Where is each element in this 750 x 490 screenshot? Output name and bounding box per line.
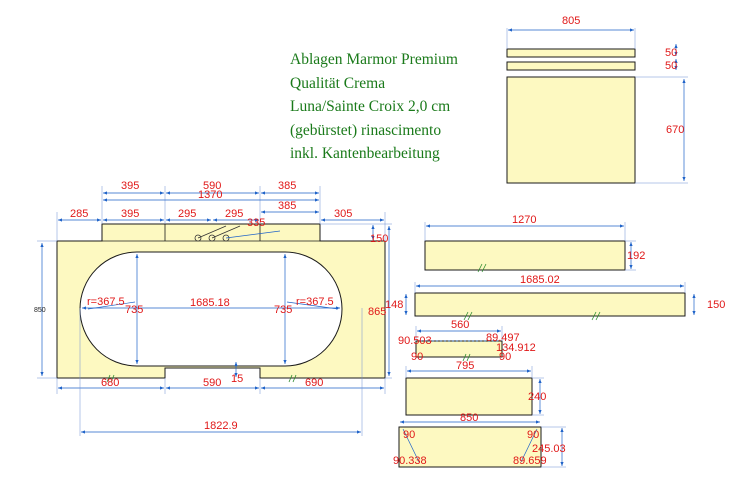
dim-385-top: 385 bbox=[278, 180, 296, 192]
note-line-3: Luna/Sainte Croix 2,0 cm bbox=[290, 98, 451, 115]
dim-90-b: 90 bbox=[499, 351, 511, 363]
dim-148: 148 bbox=[385, 299, 403, 311]
dim-285: 285 bbox=[70, 208, 88, 220]
material-note: Ablagen Marmor Premium Qualität Crema Lu… bbox=[290, 48, 458, 166]
dim-90-d: 90 bbox=[527, 429, 539, 441]
dim-865: 865 bbox=[368, 306, 386, 318]
left-dimension bbox=[37, 240, 57, 379]
radius-left: r=367.5 bbox=[87, 296, 125, 308]
dim-245-03: 245.03 bbox=[532, 443, 566, 455]
dim-590-bottom: 590 bbox=[203, 377, 221, 389]
dim-1685-18: 1685.18 bbox=[190, 297, 230, 309]
dim-295-b: 295 bbox=[225, 208, 243, 220]
dim-295-a: 295 bbox=[178, 208, 196, 220]
faucet-holes-icon bbox=[194, 225, 281, 242]
dim-1822-9: 1822.9 bbox=[204, 420, 238, 432]
panel-piece-670 bbox=[506, 76, 636, 184]
dim-560: 560 bbox=[451, 319, 469, 331]
strip-piece-2 bbox=[506, 61, 636, 71]
dim-735-right: 735 bbox=[274, 304, 292, 316]
dim-590-top: 590 bbox=[203, 180, 221, 192]
dim-50-a: 50 bbox=[665, 47, 677, 59]
strip-1270 bbox=[424, 222, 636, 273]
dim-395-mid: 395 bbox=[121, 208, 139, 220]
dim-240: 240 bbox=[528, 391, 546, 403]
dim-680: 680 bbox=[101, 377, 119, 389]
dim-850-vertical: 850 bbox=[34, 307, 46, 314]
piece-1685 bbox=[414, 292, 686, 317]
dim-50-b: 50 bbox=[665, 60, 677, 72]
piece-795-shape bbox=[405, 377, 533, 416]
dim-89-659: 89.659 bbox=[513, 455, 547, 467]
radius-right: r=367.5 bbox=[296, 296, 334, 308]
dim-305: 305 bbox=[334, 208, 352, 220]
dim-89-497: 89.497 bbox=[486, 332, 520, 344]
basin-dimensions bbox=[82, 254, 340, 377]
piece-560 bbox=[415, 326, 503, 362]
dim-150-main: 150 bbox=[370, 233, 388, 245]
dim-192: 192 bbox=[627, 250, 645, 262]
basin-cutout bbox=[79, 251, 343, 367]
dim-134-912: 134.912 bbox=[496, 342, 536, 354]
dim-1685-02: 1685.02 bbox=[520, 274, 560, 286]
dim-735-left: 735 bbox=[125, 304, 143, 316]
dim-805: 805 bbox=[562, 15, 580, 27]
note-line-5: inkl. Kantenbearbeitung bbox=[290, 145, 440, 162]
dim-150-strip: 150 bbox=[707, 299, 725, 311]
dim-395-top: 395 bbox=[121, 180, 139, 192]
dim-1270: 1270 bbox=[512, 214, 536, 226]
piece-1270 bbox=[424, 240, 626, 271]
piece-850 bbox=[398, 420, 566, 468]
note-line-2: Qualität Crema bbox=[290, 74, 386, 92]
dim-385-mid: 385 bbox=[278, 200, 296, 212]
right-dimensions bbox=[320, 223, 392, 379]
dim-335: 335 bbox=[247, 217, 265, 229]
dim-1370: 1370 bbox=[198, 189, 222, 201]
dim-90-503: 90.503 bbox=[398, 335, 432, 347]
dim-795: 795 bbox=[456, 360, 474, 372]
bottom-dimensions bbox=[56, 308, 386, 436]
top-dimension-chains bbox=[56, 186, 386, 241]
dim-690: 690 bbox=[305, 377, 323, 389]
dim-90-a: 90 bbox=[411, 351, 423, 363]
dim-850: 850 bbox=[460, 412, 478, 424]
piece-795 bbox=[405, 366, 544, 416]
note-line-4: (gebürstet) rinascimento bbox=[290, 121, 442, 139]
dim-90-338: 90.338 bbox=[393, 455, 427, 467]
strip-1685 bbox=[404, 282, 696, 321]
strip-piece-1 bbox=[506, 48, 636, 58]
note-line-1: Ablagen Marmor Premium bbox=[290, 51, 458, 68]
dim-670: 670 bbox=[666, 124, 684, 136]
dim-90-c: 90 bbox=[403, 429, 415, 441]
backsplash-pieces bbox=[506, 28, 688, 184]
dim-15: 15 bbox=[231, 373, 243, 385]
